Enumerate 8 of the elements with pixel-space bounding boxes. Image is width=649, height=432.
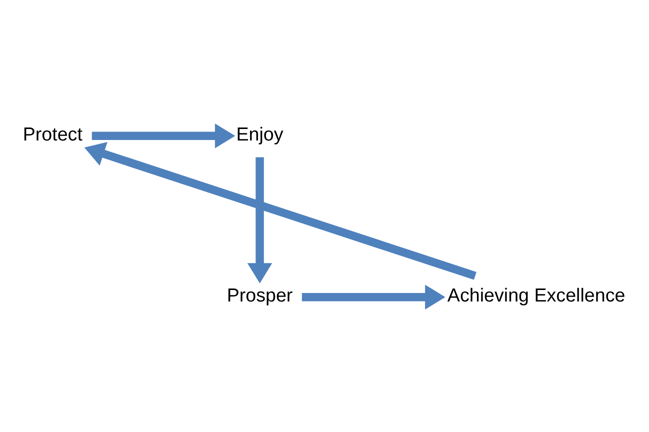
node-text: Prosper: [226, 284, 293, 306]
node-text: Achieving Excellence: [447, 284, 626, 306]
arrow: [247, 156, 272, 283]
arrow: [302, 284, 446, 310]
node-text: Enjoy: [236, 122, 284, 144]
arrow: [92, 122, 236, 148]
arrow: [84, 142, 476, 280]
node-text: Protect: [22, 122, 82, 144]
